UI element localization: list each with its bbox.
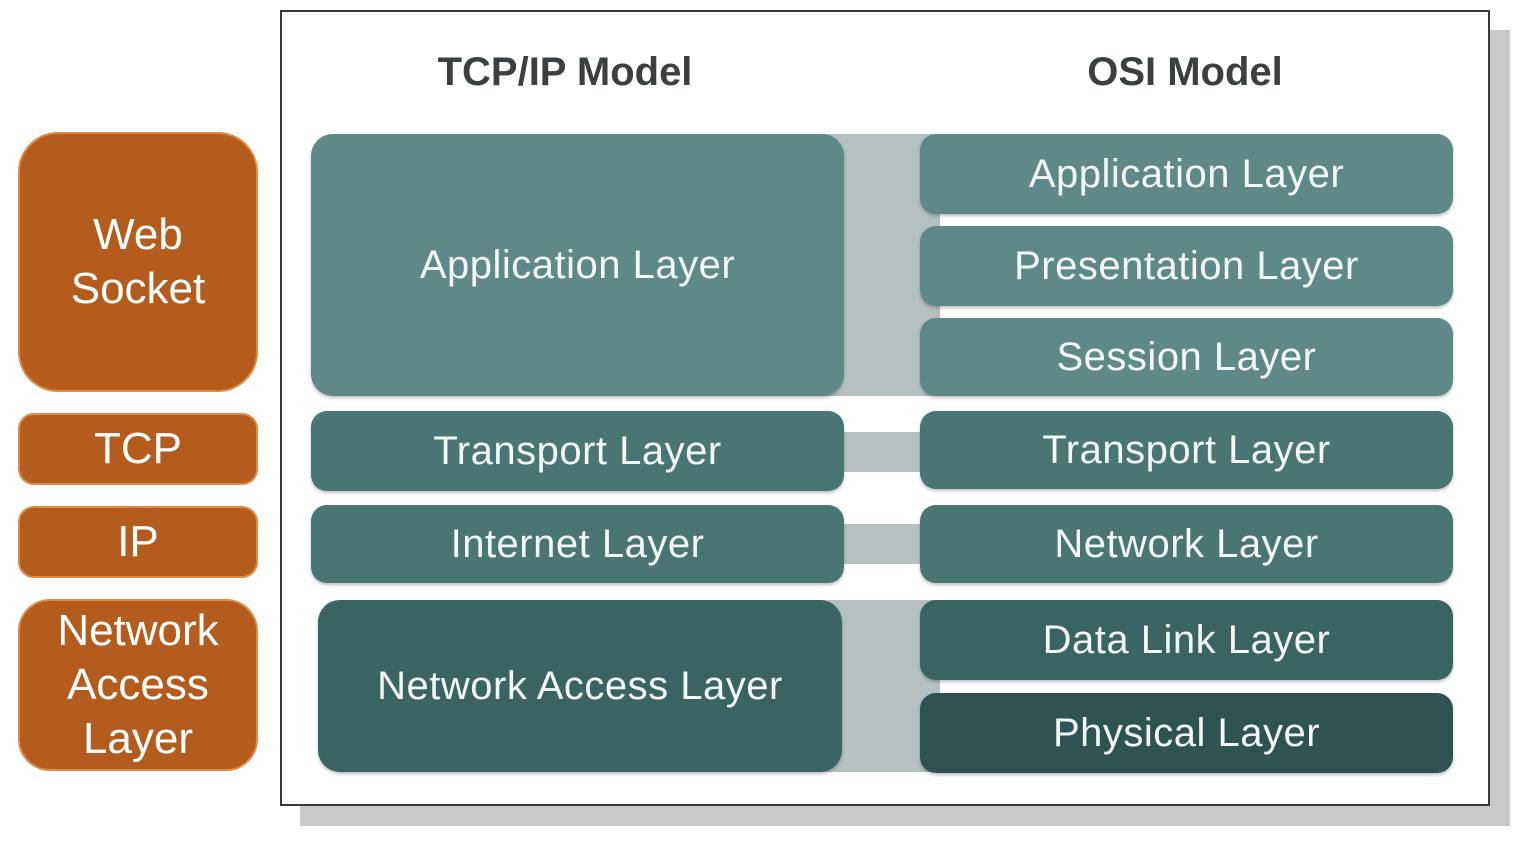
protocol-box-network-access: Network Access Layer: [18, 599, 258, 771]
protocol-box-ip: IP: [18, 506, 258, 578]
osi-model-title: OSI Model: [1087, 50, 1283, 94]
tcpip-layer-internet: Internet Layer: [311, 505, 844, 583]
tcpip-layer-network-access: Network Access Layer: [318, 600, 842, 772]
protocol-box-websocket: Web Socket: [18, 132, 258, 392]
osi-layer-session: Session Layer: [920, 318, 1453, 396]
protocol-box-tcp: TCP: [18, 413, 258, 485]
osi-layer-network: Network Layer: [920, 505, 1453, 583]
tcpip-model-title: TCP/IP Model: [437, 50, 693, 94]
osi-layer-presentation: Presentation Layer: [920, 226, 1453, 306]
osi-layer-transport: Transport Layer: [920, 411, 1453, 489]
tcpip-layer-application: Application Layer: [311, 134, 844, 396]
tcpip-layer-transport: Transport Layer: [311, 411, 844, 491]
osi-layer-physical: Physical Layer: [920, 693, 1453, 773]
osi-layer-application: Application Layer: [920, 134, 1453, 214]
osi-layer-data-link: Data Link Layer: [920, 600, 1453, 680]
